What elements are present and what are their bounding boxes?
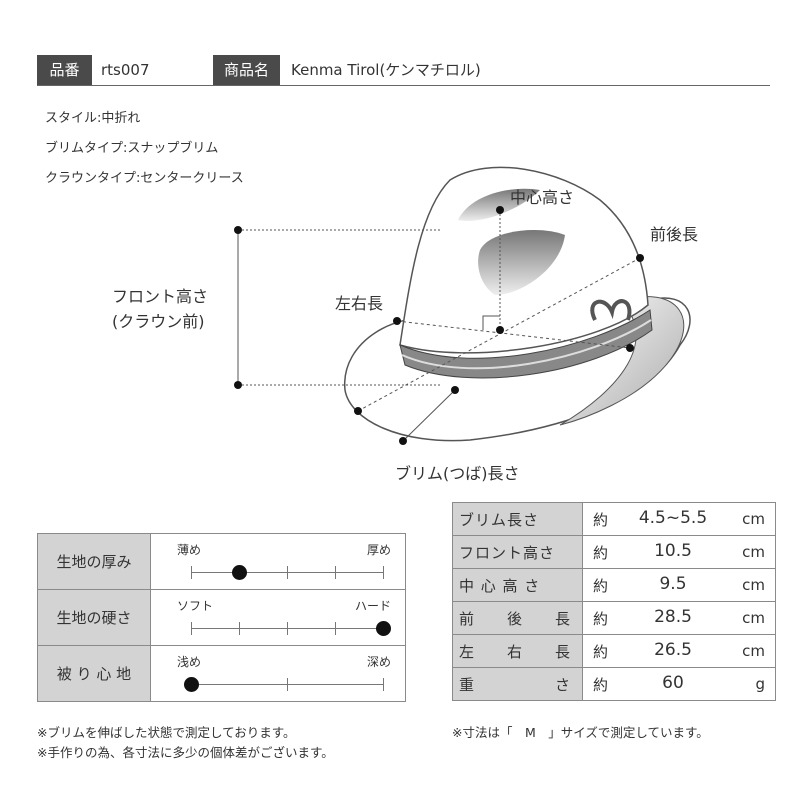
scale-marker [184, 677, 199, 692]
feel-row: 被 り 心 地 浅め 深め [37, 645, 406, 702]
size-value: 26.5 [654, 640, 692, 660]
size-label: ブリム長さ [452, 502, 583, 536]
scale-tick [287, 678, 288, 691]
scale-max-label: ハード [354, 599, 391, 613]
size-value-cell: 約 9.5 cm [582, 568, 776, 602]
scale-tick [239, 622, 240, 635]
scale-tick [191, 622, 192, 635]
scale-tick [383, 678, 384, 691]
size-unit: cm [742, 510, 765, 528]
feel-scale: ソフト ハード [150, 589, 406, 646]
size-value-cell: 約 28.5 cm [582, 601, 776, 635]
approx-mark: 約 [593, 643, 609, 661]
size-value: 10.5 [654, 541, 692, 561]
spec-style: スタイル:中折れ [45, 111, 141, 126]
feel-label: 被 り 心 地 [37, 645, 151, 702]
size-value-cell: 約 4.5~5.5 cm [582, 502, 776, 536]
scale-tick [287, 622, 288, 635]
scale-tick [191, 566, 192, 579]
hat-illustration [234, 166, 691, 445]
size-value: 28.5 [654, 607, 692, 627]
size-label: 中 心 高 さ [452, 568, 583, 602]
product-name-label: 商品名 [213, 55, 280, 85]
size-unit: cm [742, 642, 765, 660]
label-front-height-sub: (クラウン前) [112, 312, 205, 331]
size-unit: cm [742, 576, 765, 594]
size-unit: g [755, 675, 765, 693]
size-row: 前 後 長 約 28.5 cm [452, 601, 776, 635]
label-brim-length: ブリム(つば)長さ [395, 464, 520, 483]
size-value-cell: 約 26.5 cm [582, 634, 776, 668]
size-row: 左 右 長 約 26.5 cm [452, 634, 776, 668]
scale-min-label: 浅め [177, 655, 202, 669]
label-center-height: 中心高さ [510, 188, 575, 207]
scale-track [191, 565, 384, 580]
size-row: 中 心 高 さ 約 9.5 cm [452, 568, 776, 602]
size-value-cell: 約 10.5 cm [582, 535, 776, 569]
hat-band [399, 309, 653, 379]
product-name: Kenma Tirol(ケンマチロル) [291, 61, 481, 79]
feel-scale: 浅め 深め [150, 645, 406, 702]
label-front-height: フロント高さ [112, 287, 209, 306]
approx-mark: 約 [593, 676, 609, 694]
scale-min-label: 薄め [177, 543, 202, 557]
scale-marker [232, 565, 247, 580]
label-front-back: 前後長 [650, 225, 699, 244]
note-size: ※寸法は「 M 」サイズで測定しています。 [452, 725, 709, 740]
scale-min-label: ソフト [177, 599, 214, 613]
size-label: 重 さ [452, 667, 583, 701]
scale-max-label: 厚め [366, 543, 391, 557]
feel-label: 生地の厚み [37, 533, 151, 590]
size-value: 60 [662, 673, 684, 693]
approx-mark: 約 [593, 511, 609, 529]
scale-tick [335, 622, 336, 635]
size-label: 前 後 長 [452, 601, 583, 635]
scale-tick [383, 566, 384, 579]
spec-brim-type: ブリムタイプ:スナップブリム [45, 141, 219, 156]
size-value-cell: 約 60 g [582, 667, 776, 701]
scale-tick [335, 566, 336, 579]
size-label: フロント高さ [452, 535, 583, 569]
fabric-feel-table: 生地の厚み 薄め 厚め 生地の硬さ ソフト ハード 被 り 心 地 浅め 深め [37, 533, 406, 702]
size-label: 左 右 長 [452, 634, 583, 668]
label-left-right: 左右長 [335, 294, 384, 313]
size-row: 重 さ 約 60 g [452, 667, 776, 701]
approx-mark: 約 [593, 544, 609, 562]
spec-crown-type: クラウンタイプ:センタークリース [45, 171, 244, 186]
feel-scale: 薄め 厚め [150, 533, 406, 590]
scale-track [191, 621, 391, 636]
approx-mark: 約 [593, 577, 609, 595]
feel-row: 生地の厚み 薄め 厚め [37, 533, 406, 590]
feel-row: 生地の硬さ ソフト ハード [37, 589, 406, 646]
feel-label: 生地の硬さ [37, 589, 151, 646]
header-divider [37, 85, 770, 86]
note-brim: ※ブリムを伸ばした状態で測定しております。 [37, 725, 296, 740]
item-no: rts007 [101, 61, 150, 79]
size-row: ブリム長さ 約 4.5~5.5 cm [452, 502, 776, 536]
scale-max-label: 深め [366, 655, 391, 669]
size-row: フロント高さ 約 10.5 cm [452, 535, 776, 569]
note-handmade: ※手作りの為、各寸法に多少の個体差がございます。 [37, 745, 334, 760]
scale-track [184, 677, 384, 692]
size-value: 9.5 [659, 574, 687, 594]
scale-tick [287, 566, 288, 579]
measure-lines [237, 210, 641, 442]
item-no-label: 品番 [37, 55, 92, 85]
scale-marker [376, 621, 391, 636]
size-unit: cm [742, 609, 765, 627]
size-unit: cm [742, 543, 765, 561]
size-value: 4.5~5.5 [638, 508, 708, 528]
approx-mark: 約 [593, 610, 609, 628]
